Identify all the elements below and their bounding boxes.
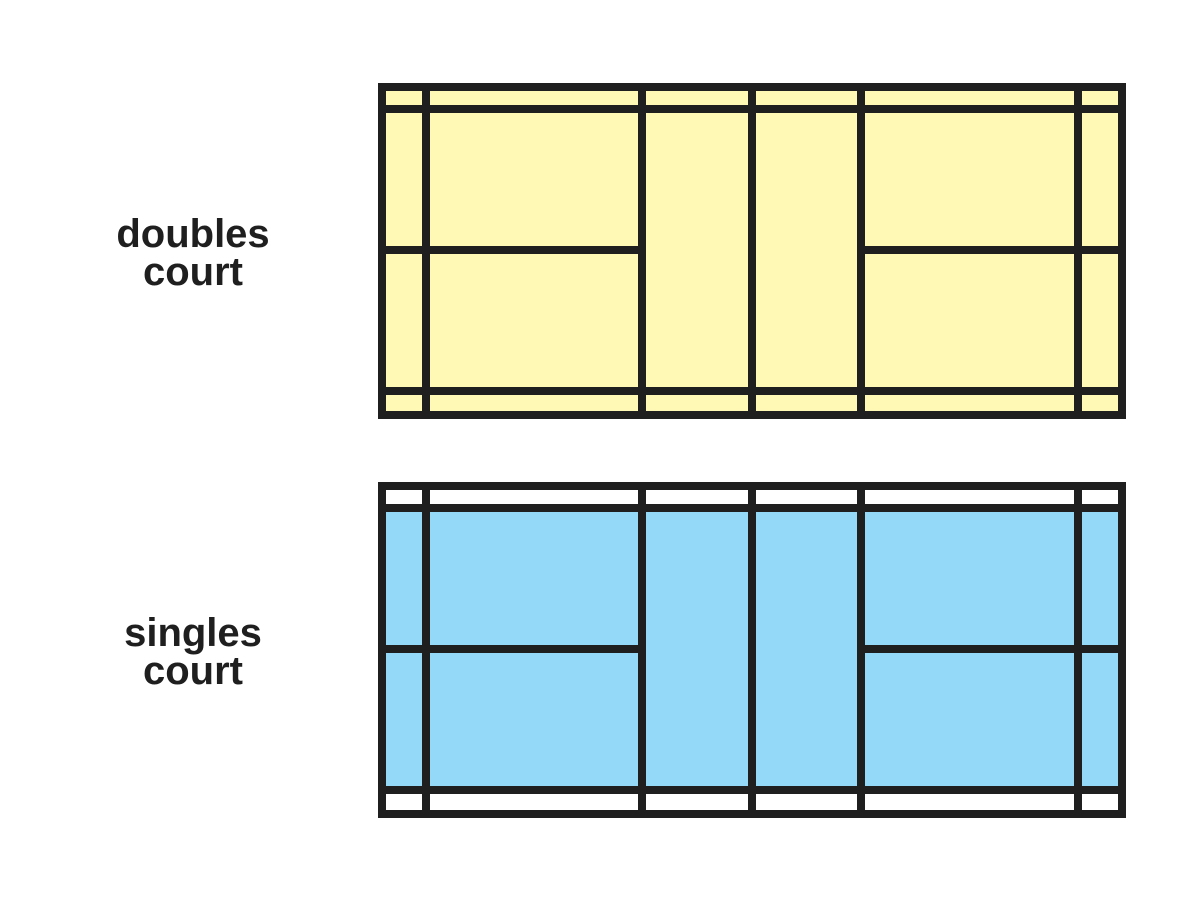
singles-court-label-line1: singles — [124, 611, 262, 655]
singles-court-lines — [378, 482, 1126, 818]
doubles-court — [378, 83, 1126, 419]
doubles-court-label-line1: doubles — [116, 212, 270, 256]
doubles-court-label: doubles court — [43, 212, 343, 294]
singles-court-label: singles court — [43, 611, 343, 693]
singles-court-label-line2: court — [143, 649, 243, 693]
doubles-court-lines — [378, 83, 1126, 419]
doubles-court-label-line2: court — [143, 250, 243, 294]
singles-court — [378, 482, 1126, 818]
